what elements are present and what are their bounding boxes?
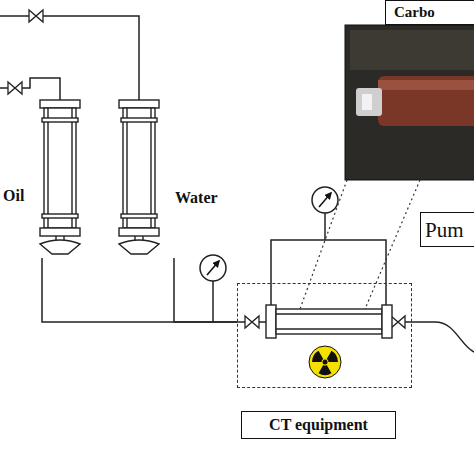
node-label: CT equipment: [241, 411, 396, 439]
pump-box: Pum: [420, 212, 474, 247]
cylinder-cap: [40, 100, 80, 108]
cylinder-ring: [42, 118, 78, 122]
photo-inset: Carbo: [345, 0, 474, 180]
core-end-plug: [356, 88, 382, 116]
valve-symbol: [8, 82, 22, 94]
gauge-stem: [324, 213, 326, 240]
cylinder-wall: [150, 108, 151, 228]
pressure-gauge: [312, 187, 338, 213]
core-highlight: [378, 80, 474, 90]
cylinder-cap: [119, 228, 159, 236]
pipe-connector: [174, 258, 237, 322]
radiation-symbol: [309, 346, 341, 378]
cylinder-ring: [121, 118, 157, 122]
gauge-needle: [207, 261, 219, 275]
cylinder-ring: [121, 214, 157, 218]
cylinder-wall: [71, 108, 72, 228]
confining-pipe: [271, 240, 386, 305]
supply-pipe: [42, 16, 139, 100]
core-photo: [345, 25, 474, 180]
cylinder-wall: [126, 108, 127, 228]
core-holder: [276, 309, 382, 334]
valve-symbol: [29, 10, 43, 22]
pressure-gauge: [200, 255, 226, 281]
radiation-blade: [327, 351, 338, 362]
core-holder-wall: [276, 328, 382, 329]
node-label: Pum: [425, 218, 464, 242]
node-label: Water: [175, 189, 218, 207]
photo-shade: [350, 30, 474, 70]
cylinder-body: [44, 108, 76, 228]
supply-pipe: [0, 15, 30, 17]
core-holder-wall: [276, 313, 382, 314]
cylinder-funnel: [40, 240, 80, 254]
radiation-center: [323, 360, 328, 365]
radiation-blade: [312, 351, 323, 362]
radiation-blade: [319, 365, 332, 375]
node-label: Oil: [0, 187, 27, 205]
pipe-connector: [42, 258, 237, 322]
cylinder-ring: [42, 214, 78, 218]
cylinder-funnel: [119, 240, 159, 254]
valve-symbol: [391, 316, 405, 328]
cylinder-node: Water: [116, 98, 232, 258]
outlet-pipe: [404, 322, 474, 352]
valve-symbol: [245, 316, 259, 328]
cylinder-body: [123, 108, 155, 228]
gauge-needle: [319, 193, 331, 207]
plug-highlight: [362, 94, 372, 110]
node-label: Carbo: [385, 0, 474, 25]
cylinder-cap: [119, 100, 159, 108]
ct-equipment-box: CT equipment: [237, 283, 412, 388]
gauge-stem: [212, 281, 214, 322]
supply-pipe: [21, 78, 60, 100]
cylinder-cap: [40, 228, 80, 236]
core-holder-end: [266, 305, 276, 338]
cylinder-node: Oil: [0, 98, 84, 258]
core-holder-end: [382, 305, 392, 338]
cylinder-wall: [47, 108, 48, 228]
leader-line: [300, 180, 420, 309]
carbonate-core: [378, 76, 474, 126]
